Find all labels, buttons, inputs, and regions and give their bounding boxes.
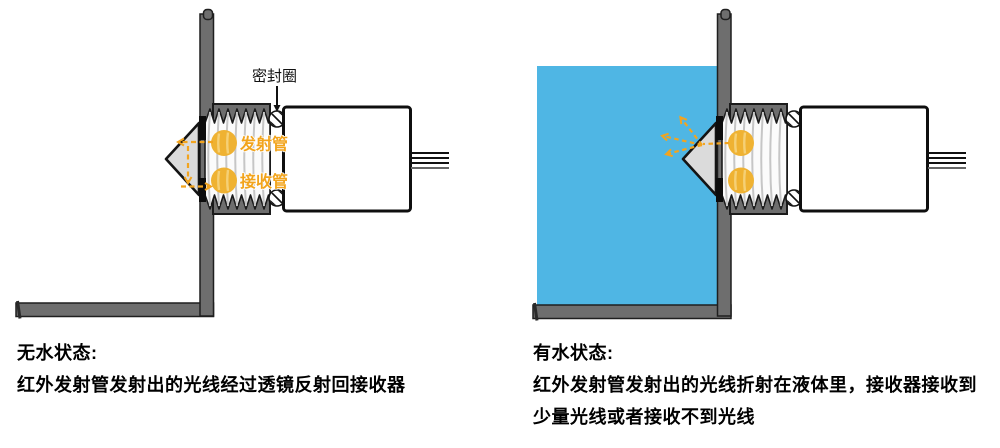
water <box>537 66 718 306</box>
seal-label: 密封圈 <box>252 68 297 85</box>
floor-end-tick <box>16 300 22 319</box>
tank-floor-left <box>15 302 215 318</box>
wall-top-nub <box>720 8 731 21</box>
right-diagram <box>532 8 966 321</box>
wall-top-nub <box>202 8 214 21</box>
emitter-label: 发射管 <box>239 135 288 154</box>
ray-refract-up <box>679 115 703 146</box>
ray-emit <box>702 141 730 146</box>
left-caption-title: 无水状态: <box>17 343 98 363</box>
left-caption-line1: 红外发射管发射出的光线经过透镜反射回接收器 <box>17 375 406 395</box>
right-caption-line1: 红外发射管发射出的光线折射在液体里，接收器接收到 <box>533 375 977 395</box>
right-caption-title: 有水状态: <box>533 343 614 363</box>
left-diagram: 密封圈 发射管 接收管 <box>15 8 449 319</box>
receiver-label: 接收管 <box>240 172 288 191</box>
light-rays-refracted <box>660 115 730 158</box>
light-rays-reflected <box>176 137 213 191</box>
sensor-assembly <box>166 104 449 214</box>
ray-refract-mid <box>660 132 703 147</box>
sensor-assembly <box>683 104 966 214</box>
ray-refract-down <box>664 143 703 158</box>
floor-end-tick <box>533 302 539 321</box>
seal-leader-arrowhead <box>273 105 281 112</box>
tank-floor-right <box>532 304 732 320</box>
right-caption-line2: 少量光线或者接收不到光线 <box>533 407 755 427</box>
